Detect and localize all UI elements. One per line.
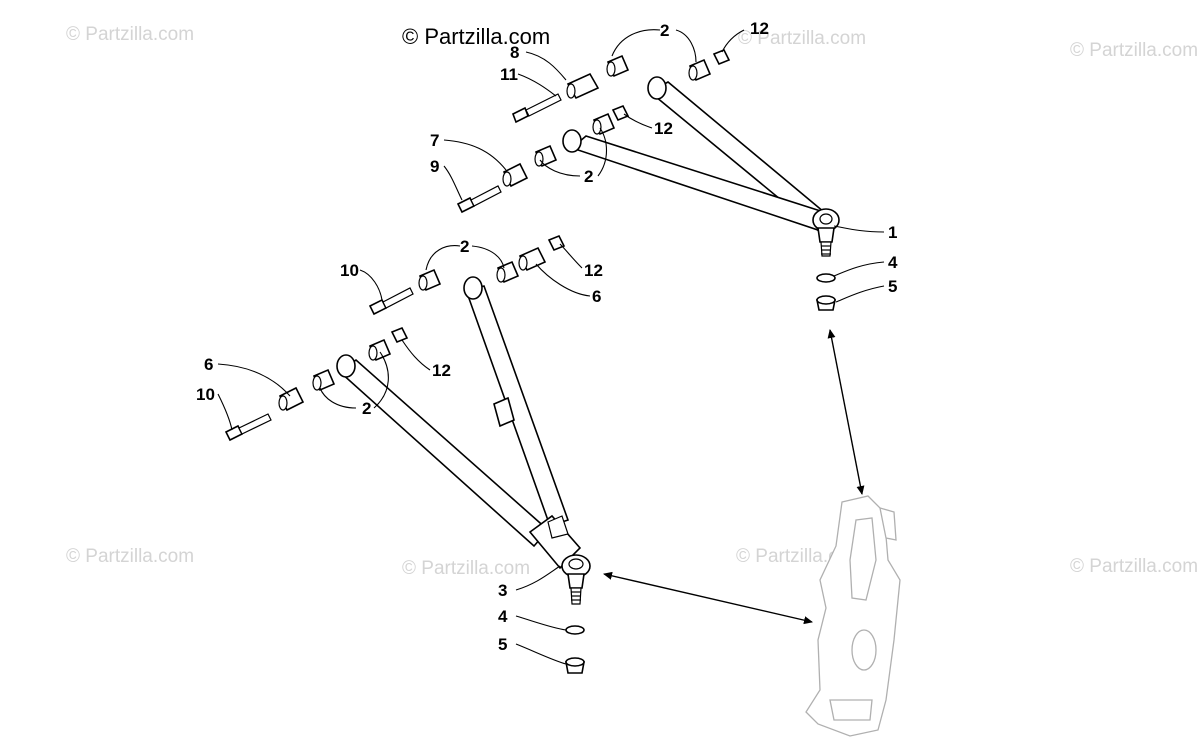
- cap-12: [611, 104, 630, 122]
- bolt-10-shank: [238, 413, 272, 435]
- upper-rear-pivot-boss: [647, 76, 667, 100]
- assembly-arrow-upper: [827, 329, 865, 495]
- callout-5: 5: [498, 635, 508, 654]
- callout-7: 7: [430, 131, 440, 150]
- leader-lines: [217, 29, 885, 665]
- bolt-11-head: [511, 106, 530, 124]
- lower-rear-pivot-boss: [463, 276, 483, 300]
- watermark: © Partzilla.com: [402, 558, 531, 579]
- callout-2: 2: [460, 237, 470, 256]
- lower-a-arm: [336, 276, 591, 674]
- callout-2: 2: [584, 167, 594, 186]
- upper-rear-hardware: [511, 48, 731, 124]
- bolt-11-shank: [525, 93, 562, 117]
- cap-12: [547, 234, 566, 252]
- upper-front-hardware: [456, 104, 630, 214]
- callout-6: 6: [592, 287, 602, 306]
- callout-2: 2: [660, 21, 670, 40]
- callout-12: 12: [750, 19, 769, 38]
- lower-front-hardware: [224, 326, 409, 442]
- lower-rear-hardware: [368, 234, 566, 316]
- callout-2: 2: [362, 399, 372, 418]
- assembly-arrow-lower: [603, 571, 813, 625]
- callout-6: 6: [204, 355, 214, 374]
- upper-arm-front-tube: [570, 135, 832, 231]
- bolt-9-shank: [470, 185, 502, 207]
- lower-washer: [565, 625, 585, 635]
- callout-9: 9: [430, 157, 440, 176]
- callout-11: 11: [500, 65, 518, 84]
- upper-front-pivot-boss: [562, 129, 582, 153]
- copyright-watermark: © Partzilla.com: [402, 24, 551, 49]
- callout-12: 12: [584, 261, 603, 280]
- shock-mount-bracket: [493, 396, 515, 428]
- callout-5: 5: [888, 277, 898, 296]
- callout-4: 4: [498, 607, 508, 626]
- callout-4: 4: [888, 253, 898, 272]
- lower-ball-joint-stem: [567, 573, 585, 589]
- watermark: © Partzilla.com: [66, 546, 195, 567]
- watermark: © Partzilla.com: [738, 28, 867, 49]
- callout-12: 12: [432, 361, 451, 380]
- cap-12: [712, 48, 731, 66]
- callout-10: 10: [196, 385, 215, 404]
- callout-10: 10: [340, 261, 359, 280]
- upper-ball-joint-stem: [817, 227, 835, 243]
- upper-washer: [816, 273, 836, 283]
- bolt-10-shank: [382, 287, 414, 309]
- upper-a-arm: [562, 76, 840, 311]
- lower-front-pivot-boss: [336, 354, 356, 378]
- callout-3: 3: [498, 581, 508, 600]
- watermark: © Partzilla.com: [66, 24, 195, 45]
- callout-1: 1: [888, 223, 898, 242]
- watermark: © Partzilla.com: [1070, 40, 1199, 61]
- callout-12: 12: [654, 119, 673, 138]
- callout-8: 8: [510, 43, 520, 62]
- spindle-ghost: [805, 495, 901, 737]
- cap-12: [390, 326, 409, 344]
- lower-ball-joint-housing: [528, 514, 582, 570]
- watermark: © Partzilla.com: [1070, 556, 1199, 577]
